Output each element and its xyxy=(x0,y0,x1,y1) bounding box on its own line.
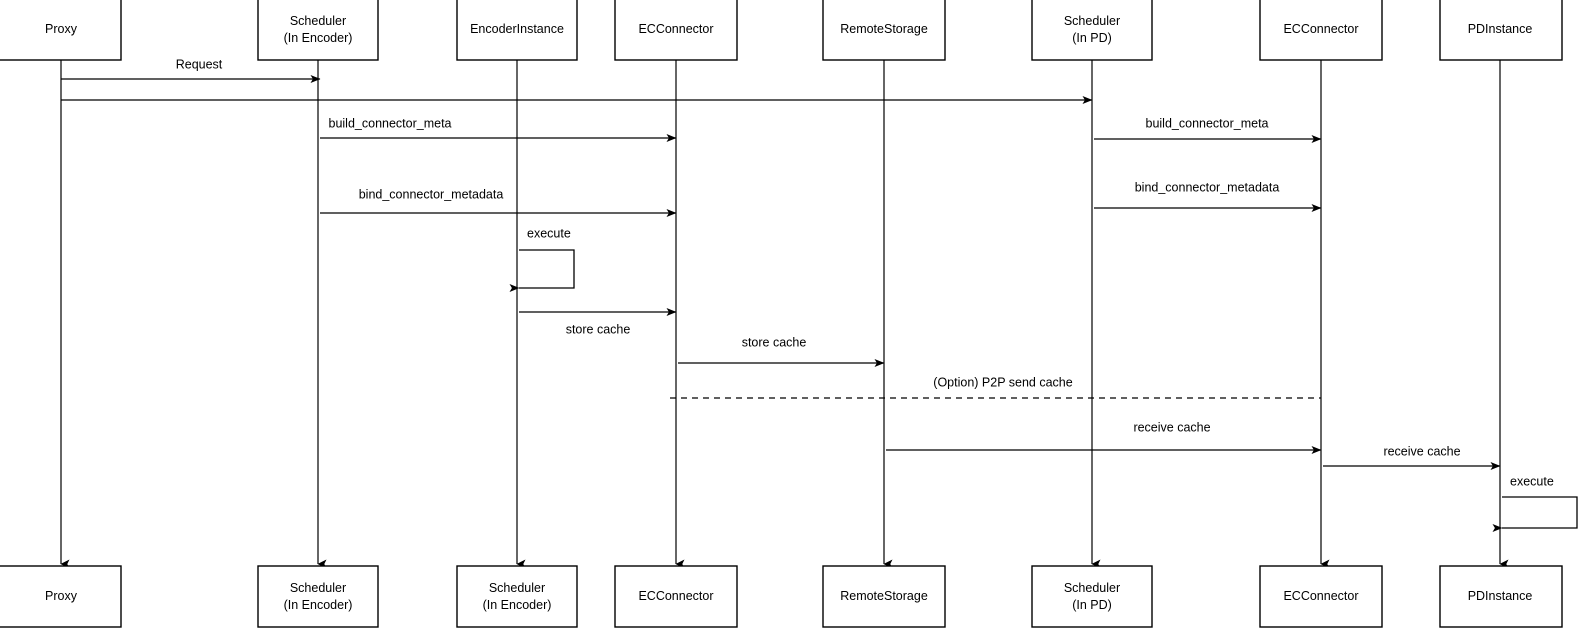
participant-box-rect xyxy=(456,0,578,61)
participant-label-line1: Scheduler xyxy=(1064,14,1120,28)
message-label: bind_connector_metadata xyxy=(359,187,504,201)
bottom-participant-box-ecconnector_r[interactable]: ECConnector xyxy=(1259,565,1383,628)
message-label: bind_connector_metadata xyxy=(1135,180,1280,194)
bottom-participant-box-remotestorage[interactable]: RemoteStorage xyxy=(822,565,946,628)
participant-label-line2: (In Encoder) xyxy=(483,598,552,612)
bottom-participant-box-scheduler_pd[interactable]: Scheduler (In PD) xyxy=(1031,565,1153,628)
message-label: build_connector_meta xyxy=(1146,116,1269,130)
top-participant-box-pdinstance[interactable]: PDInstance xyxy=(1439,0,1563,61)
self-message-path xyxy=(509,249,575,292)
message-request[interactable]: Request xyxy=(61,57,321,83)
participant-label-line1: Proxy xyxy=(45,589,78,603)
self-message-label: execute xyxy=(527,226,571,240)
bottom-participant-boxes: Proxy Scheduler (In Encoder) Scheduler (In E… xyxy=(0,565,1563,628)
top-participant-boxes: Proxy Scheduler (In Encoder) EncoderInstanc… xyxy=(0,0,1563,61)
top-participant-box-encoderinstance[interactable]: EncoderInstance xyxy=(456,0,578,61)
top-participant-box-remotestorage[interactable]: RemoteStorage xyxy=(822,0,946,61)
participant-box-rect xyxy=(614,0,738,61)
participant-label-line1: Scheduler xyxy=(489,581,545,595)
participant-box-rect xyxy=(1259,0,1383,61)
participant-label-line1: Proxy xyxy=(45,22,78,36)
participant-box-rect xyxy=(822,565,946,628)
participant-box-rect xyxy=(0,565,122,628)
message-label: build_connector_meta xyxy=(329,116,452,130)
message-bind-connector-meta-l[interactable]: bind_connector_metadata xyxy=(320,187,677,217)
participant-label-line1: RemoteStorage xyxy=(840,22,928,36)
participant-box-rect xyxy=(257,565,379,628)
message-receive-cache-1[interactable]: receive cache xyxy=(886,420,1322,454)
participant-label-line1: PDInstance xyxy=(1468,589,1533,603)
participant-label-line1: Scheduler xyxy=(290,581,346,595)
participant-label-line1: ECConnector xyxy=(1283,22,1358,36)
message-store-cache-1[interactable]: store cache xyxy=(519,308,677,336)
self-message-path xyxy=(1492,496,1578,532)
message-build-connector-meta-l[interactable]: build_connector_meta xyxy=(320,116,677,142)
message-label: receive cache xyxy=(1383,444,1460,458)
message-receive-cache-2[interactable]: receive cache xyxy=(1323,444,1501,470)
participant-box-rect xyxy=(257,0,379,61)
participant-label-line1: ECConnector xyxy=(638,589,713,603)
bottom-participant-box-scheduler_enc[interactable]: Scheduler (In Encoder) xyxy=(257,565,379,628)
message-build-connector-meta-r[interactable]: build_connector_meta xyxy=(1094,116,1322,143)
self-message-execute-pdinstance[interactable]: execute xyxy=(1492,474,1578,532)
bottom-participant-box-ecconnector_l[interactable]: ECConnector xyxy=(614,565,738,628)
participant-label-line2: (In Encoder) xyxy=(284,31,353,45)
participant-box-rect xyxy=(1439,0,1563,61)
bottom-participant-box-encoderinstance[interactable]: Scheduler (In Encoder) xyxy=(456,565,578,628)
message-bind-connector-meta-r[interactable]: bind_connector_metadata xyxy=(1094,180,1322,212)
participant-box-rect xyxy=(822,0,946,61)
message-p2p-send-cache[interactable]: (Option) P2P send cache xyxy=(670,375,1321,399)
top-participant-box-ecconnector_r[interactable]: ECConnector xyxy=(1259,0,1383,61)
top-participant-box-scheduler_pd[interactable]: Scheduler (In PD) xyxy=(1031,0,1153,61)
participant-box-rect xyxy=(1031,565,1153,628)
participant-label-line2: (In PD) xyxy=(1072,598,1112,612)
top-participant-box-ecconnector_l[interactable]: ECConnector xyxy=(614,0,738,61)
participant-label-line1: ECConnector xyxy=(638,22,713,36)
top-participant-box-scheduler_enc[interactable]: Scheduler (In Encoder) xyxy=(257,0,379,61)
self-message-label: execute xyxy=(1510,474,1554,488)
messages-group: Request build_connector_meta build_connect… xyxy=(61,57,1501,470)
bottom-participant-box-proxy[interactable]: Proxy xyxy=(0,565,122,628)
participant-label-line1: ECConnector xyxy=(1283,589,1358,603)
participant-label-line1: EncoderInstance xyxy=(470,22,564,36)
bottom-participant-box-pdinstance[interactable]: PDInstance xyxy=(1439,565,1563,628)
participant-box-rect xyxy=(0,0,122,61)
participant-box-rect xyxy=(1031,0,1153,61)
participant-label-line2: (In PD) xyxy=(1072,31,1112,45)
message-label: store cache xyxy=(742,335,807,349)
participant-box-rect xyxy=(614,565,738,628)
participant-label-line2: (In Encoder) xyxy=(284,598,353,612)
lifelines-group xyxy=(60,60,1509,569)
participant-box-rect xyxy=(1439,565,1563,628)
participant-box-rect xyxy=(1259,565,1383,628)
participant-label-line1: RemoteStorage xyxy=(840,589,928,603)
participant-label-line1: Scheduler xyxy=(1064,581,1120,595)
participant-box-rect xyxy=(456,565,578,628)
message-store-cache-2[interactable]: store cache xyxy=(678,335,885,367)
message-label: store cache xyxy=(566,322,631,336)
participant-label-line1: PDInstance xyxy=(1468,22,1533,36)
message-label: receive cache xyxy=(1133,420,1210,434)
message-label: Request xyxy=(176,57,223,71)
self-message-execute-encoder[interactable]: execute xyxy=(509,226,575,292)
self-messages-group: execute execute xyxy=(509,226,1578,532)
top-participant-box-proxy[interactable]: Proxy xyxy=(0,0,122,61)
message-label: (Option) P2P send cache xyxy=(933,375,1072,389)
participant-label-line1: Scheduler xyxy=(290,14,346,28)
